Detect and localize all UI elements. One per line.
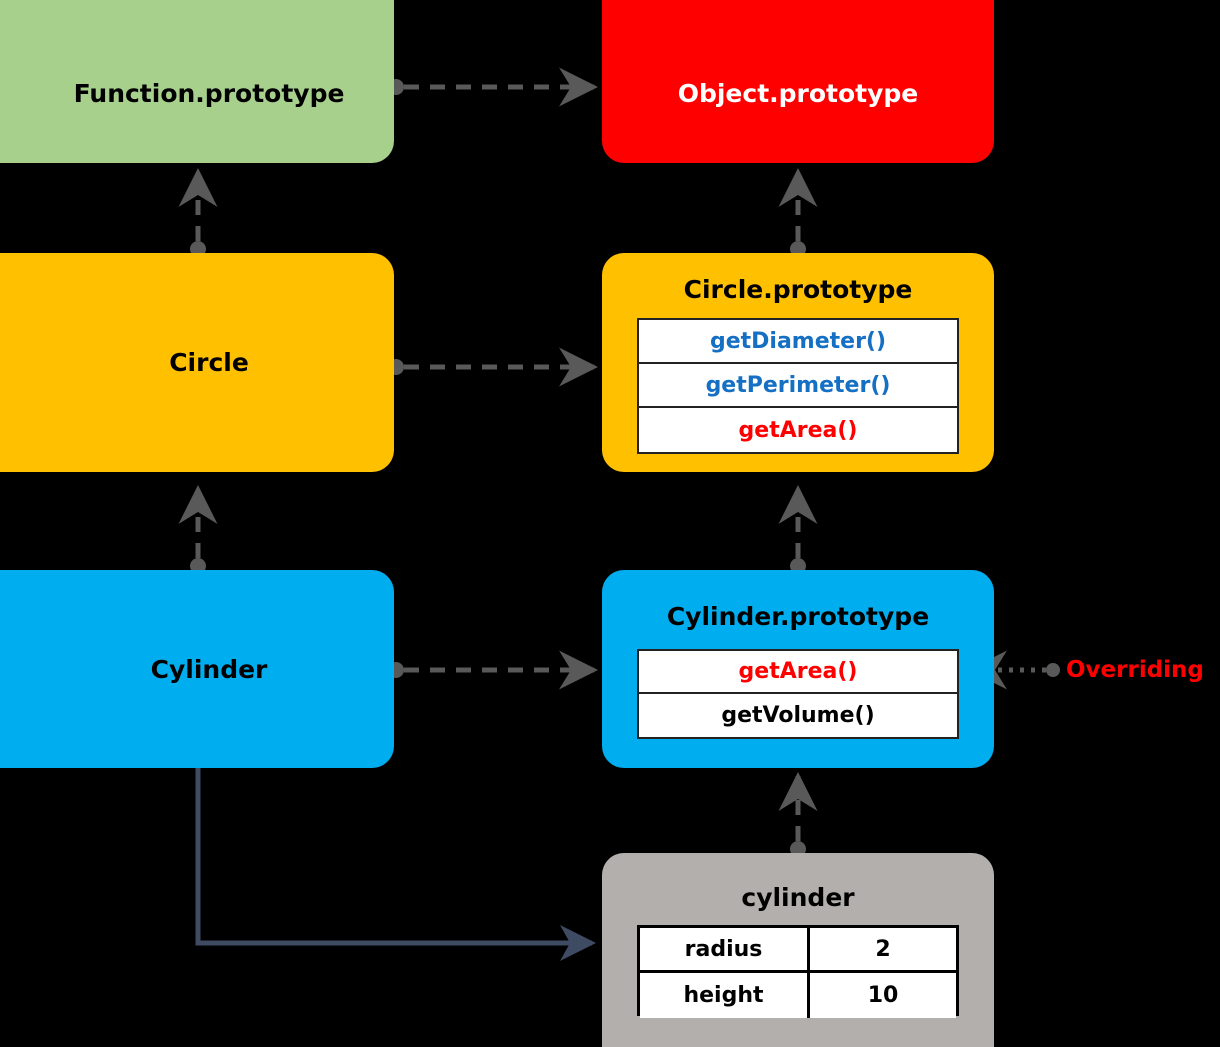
node-circle[interactable]: Circle <box>0 253 394 472</box>
edge-cylinder-to-cylinderproto <box>388 650 599 690</box>
node-circle-prototype-label: Circle.prototype <box>683 275 913 304</box>
node-cylinder-prototype-label: Cylinder.prototype <box>666 602 930 631</box>
member-row[interactable]: getArea() <box>639 651 957 694</box>
edge-cylinder-to-circle <box>178 484 218 574</box>
node-object-prototype-label: Object.prototype <box>677 79 919 108</box>
property-key: radius <box>640 928 810 970</box>
node-cylinder-prototype[interactable]: Cylinder.prototype getArea() getVolume() <box>602 570 994 768</box>
property-key: height <box>640 973 810 1018</box>
edge-functionproto-to-objectproto <box>388 67 599 107</box>
member-row[interactable]: getDiameter() <box>639 320 957 364</box>
edge-circle-to-circleproto <box>388 347 599 387</box>
member-row[interactable]: getArea() <box>639 408 957 452</box>
circle-prototype-members: getDiameter() getPerimeter() getArea() <box>637 318 959 454</box>
member-row[interactable]: getVolume() <box>639 694 957 737</box>
node-circle-prototype[interactable]: Circle.prototype getDiameter() getPerime… <box>602 253 994 472</box>
cylinder-prototype-members: getArea() getVolume() <box>637 649 959 739</box>
node-cylinder[interactable]: Cylinder <box>0 570 394 768</box>
edge-cylinderproto-to-circleproto <box>778 484 818 574</box>
property-value: 10 <box>810 973 956 1018</box>
property-row[interactable]: radius 2 <box>640 928 956 973</box>
edge-cylinder-new-instance <box>195 768 596 961</box>
node-object-prototype[interactable]: Object.prototype <box>602 0 994 163</box>
cylinder-instance-properties: radius 2 height 10 <box>637 925 959 1018</box>
node-circle-label: Circle <box>169 348 249 377</box>
edge-instance-to-cylinderproto <box>778 771 818 857</box>
node-cylinder-instance[interactable]: cylinder radius 2 height 10 <box>602 853 994 1047</box>
node-function-prototype-label: Function.prototype <box>73 79 345 108</box>
node-cylinder-label: Cylinder <box>150 654 268 684</box>
node-function-prototype[interactable]: Function.prototype <box>0 0 394 163</box>
member-row[interactable]: getPerimeter() <box>639 364 957 408</box>
overriding-annotation-label: Overriding <box>1066 657 1204 683</box>
property-value: 2 <box>810 928 956 970</box>
node-cylinder-instance-label: cylinder <box>741 883 855 912</box>
property-row[interactable]: height 10 <box>640 973 956 1018</box>
